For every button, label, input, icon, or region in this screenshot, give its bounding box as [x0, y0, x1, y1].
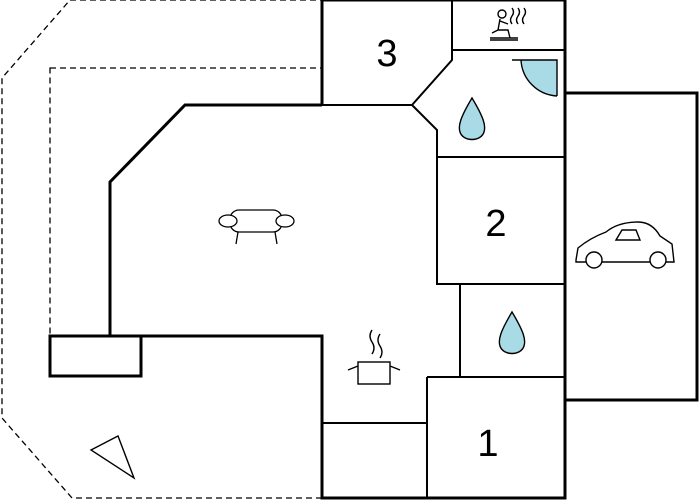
sauna-icon: [490, 7, 527, 41]
bathroom-walls: [411, 104, 565, 158]
shower-cabin-icon: [512, 59, 558, 97]
room-2-number: 2: [485, 203, 506, 245]
sofa-icon: [218, 209, 295, 245]
house-floor: [110, 0, 697, 498]
outer-wall-south-east: [108, 93, 567, 500]
outer-wall: [320, 0, 567, 105]
terrace-storage: [48, 334, 143, 378]
room-3-number: 3: [376, 33, 397, 75]
room-2-walls: [436, 157, 565, 285]
water-drop-icon: [498, 310, 526, 355]
north-arrow-icon: [89, 435, 136, 480]
water-drop-icon: [458, 96, 486, 141]
car-icon: [575, 221, 675, 269]
room-3-walls: [322, 0, 453, 106]
room-1-number: 1: [477, 423, 498, 465]
garage-wall: [565, 91, 699, 402]
terrace-area: [1, 0, 323, 499]
cooking-pot-icon: [347, 329, 401, 385]
